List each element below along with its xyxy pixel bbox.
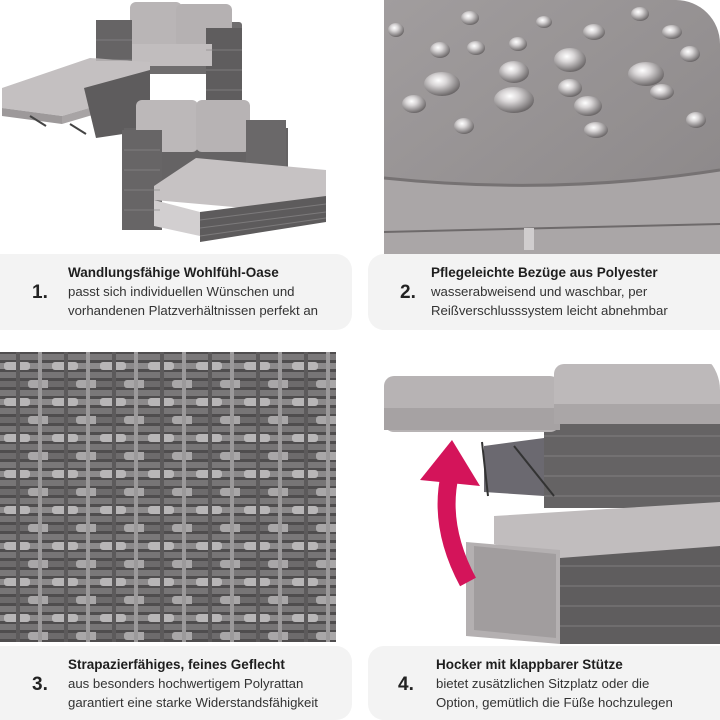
feature-number: 4.	[398, 674, 414, 695]
feature-title: Pflegeleichte Bezüge aus Polyester	[431, 265, 658, 280]
feature-description-line: Reißverschlusssystem leicht abnehmbar	[431, 303, 668, 318]
feature-description-line: Option, gemütlich die Füße hochzulegen	[436, 695, 673, 710]
feature-description-line: passt sich individuellen Wünschen und	[68, 284, 295, 299]
fabric-water-drops-image	[384, 0, 720, 260]
feature-number: 3.	[32, 674, 48, 695]
folding-stool-image	[384, 346, 720, 644]
feature-title: Hocker mit klappbarer Stütze	[436, 657, 623, 672]
feature-number: 1.	[32, 282, 48, 303]
feature-description-line: bietet zusätzlichen Sitzplatz oder die	[436, 676, 650, 691]
feature-description-line: wasserabweisend und waschbar, per	[431, 284, 648, 299]
feature-description-line: garantiert eine starke Widerstandsfähigk…	[68, 695, 318, 710]
feature-number: 2.	[400, 282, 416, 303]
feature-title: Wandlungsfähige Wohlfühl-Oase	[68, 265, 279, 280]
feature-text: Wandlungsfähige Wohlfühl-Oase passt sich…	[68, 264, 346, 320]
feature-card-4: 4. Hocker mit klappbarer Stütze bietet z…	[368, 646, 720, 720]
feature-text: Hocker mit klappbarer Stütze bietet zusä…	[436, 656, 714, 712]
feature-description-line: vorhandenen Platzverhältnissen perfekt a…	[68, 303, 318, 318]
feature-text: Pflegeleichte Bezüge aus Polyester wasse…	[431, 264, 714, 320]
rattan-weave-image	[0, 352, 336, 642]
feature-card-2: 2. Pflegeleichte Bezüge aus Polyester wa…	[368, 254, 720, 330]
feature-description-line: aus besonders hochwertigem Polyrattan	[68, 676, 304, 691]
feature-card-1: 1. Wandlungsfähige Wohlfühl-Oase passt s…	[0, 254, 352, 330]
feature-card-3: 3. Strapazierfähiges, feines Geflecht au…	[0, 646, 352, 720]
feature-title: Strapazierfähiges, feines Geflecht	[68, 657, 285, 672]
folding-stool-photo-icon	[384, 346, 720, 644]
water-drops-fabric-photo-icon	[384, 0, 720, 260]
sofa-bed-photo-icon	[0, 0, 352, 248]
sofa-bed-image	[0, 0, 352, 248]
feature-text: Strapazierfähiges, feines Geflecht aus b…	[68, 656, 346, 712]
rattan-weave-photo-icon	[0, 352, 336, 642]
